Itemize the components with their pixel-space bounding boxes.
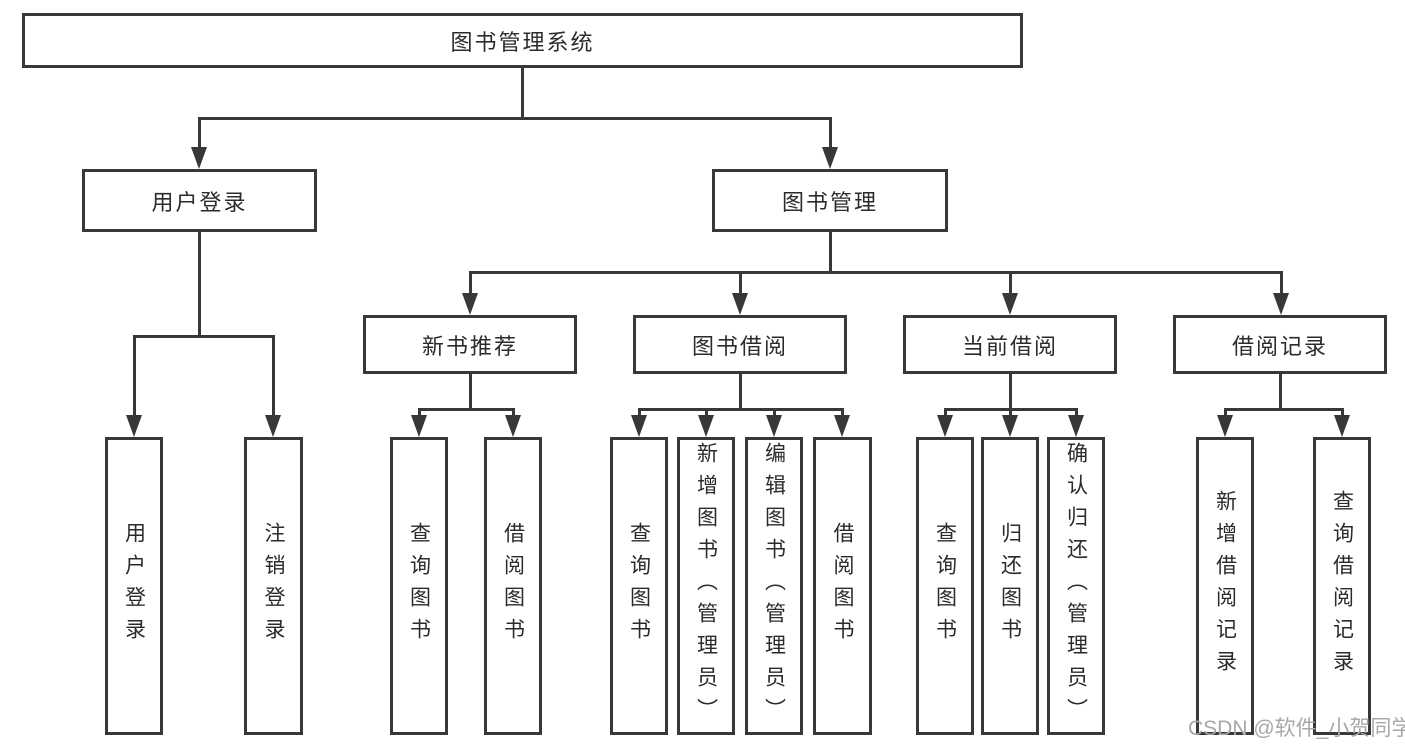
node-label: 用户登录 (122, 522, 146, 650)
node-add-books-admin: 新增图书（管理员） (677, 437, 735, 735)
arrow-down-icon (265, 415, 281, 437)
connector-line (1075, 408, 1078, 418)
arrow-down-icon (698, 415, 714, 437)
node-confirm-return-admin: 确认归还（管理员） (1047, 437, 1105, 735)
arrow-down-icon (462, 293, 478, 315)
arrow-down-icon (411, 415, 427, 437)
arrow-down-icon (1068, 415, 1084, 437)
connector-line (739, 271, 742, 297)
node-label: 新增借阅记录 (1213, 490, 1237, 682)
node-label: 归还图书 (998, 522, 1022, 650)
connector-line (1009, 374, 1012, 408)
node-label: 借阅图书 (831, 522, 854, 650)
connector-line (841, 408, 844, 418)
node-user-login: 用户登录 (82, 169, 317, 232)
node-book-borrowing: 图书借阅 (633, 315, 847, 374)
node-return-books: 归还图书 (981, 437, 1039, 735)
connector-line (829, 117, 832, 150)
connector-line (133, 335, 275, 338)
node-label: 图书管理系统 (450, 29, 595, 55)
node-label: 用户登录 (151, 189, 248, 215)
connector-line (521, 68, 524, 117)
node-edit-books-admin: 编辑图书（管理员） (745, 437, 803, 735)
node-book-management: 图书管理 (712, 169, 948, 232)
connector-line (198, 117, 201, 150)
arrow-down-icon (834, 415, 850, 437)
connector-line (739, 374, 742, 408)
arrow-down-icon (1334, 415, 1350, 437)
node-label: 查询图书 (407, 522, 431, 650)
arrow-down-icon (1217, 415, 1233, 437)
arrow-down-icon (1002, 293, 1018, 315)
connector-line (198, 117, 832, 120)
node-label: 查询图书 (933, 522, 957, 650)
connector-line (1224, 408, 1344, 411)
node-query-books-recommend: 查询图书 (390, 437, 448, 735)
node-add-borrow-record: 新增借阅记录 (1196, 437, 1254, 735)
connector-line (1009, 271, 1012, 297)
node-label: 确认归还（管理员） (1064, 442, 1088, 730)
connector-line (773, 408, 776, 418)
connector-line (1009, 408, 1012, 418)
connector-line (418, 408, 421, 418)
connector-line (1280, 271, 1283, 297)
node-label: 注销登录 (262, 522, 285, 650)
node-logout: 注销登录 (244, 437, 303, 735)
connector-line (469, 271, 472, 297)
connector-line (638, 408, 844, 411)
node-label: 借阅记录 (1231, 333, 1328, 359)
arrow-down-icon (631, 415, 647, 437)
node-borrowing-records: 借阅记录 (1173, 315, 1387, 374)
connector-line (198, 232, 201, 335)
arrow-down-icon (505, 415, 521, 437)
arrow-down-icon (937, 415, 953, 437)
arrow-down-icon (1273, 293, 1289, 315)
arrow-down-icon (822, 147, 838, 169)
node-user-login-leaf: 用户登录 (105, 437, 163, 735)
connector-line (638, 408, 641, 418)
arrow-down-icon (732, 293, 748, 315)
arrow-down-icon (766, 415, 782, 437)
connector-line (469, 374, 472, 408)
connector-line (944, 408, 947, 418)
node-label: 借阅图书 (501, 522, 525, 650)
connector-line (512, 408, 515, 418)
watermark: CSDN @软件_小贺同学 (1188, 717, 1405, 740)
node-query-borrow-record: 查询借阅记录 (1313, 437, 1371, 735)
connector-line (418, 408, 515, 411)
connector-line (829, 232, 832, 271)
node-query-books-borrowing: 查询图书 (610, 437, 668, 735)
arrow-down-icon (191, 147, 207, 169)
connector-line (272, 335, 275, 417)
node-library-system: 图书管理系统 (22, 13, 1023, 68)
connector-line (469, 271, 1283, 274)
connector-line (705, 408, 708, 418)
node-current-borrowing: 当前借阅 (903, 315, 1117, 374)
node-borrow-books-recommend: 借阅图书 (484, 437, 542, 735)
node-label: 编辑图书（管理员） (762, 442, 786, 730)
connector-line (1224, 408, 1227, 418)
node-query-books-current: 查询图书 (916, 437, 974, 735)
node-label: 查询借阅记录 (1330, 490, 1354, 682)
node-label: 查询图书 (627, 522, 651, 650)
arrow-down-icon (1002, 415, 1018, 437)
node-label: 图书借阅 (691, 333, 788, 359)
connector-line (133, 335, 136, 417)
arrow-down-icon (126, 415, 142, 437)
node-new-book-recommend: 新书推荐 (363, 315, 577, 374)
connector-line (1341, 408, 1344, 418)
connector-line (1279, 374, 1282, 408)
node-label: 新增图书（管理员） (694, 442, 718, 730)
node-borrow-books-borrowing: 借阅图书 (813, 437, 872, 735)
node-label: 图书管理 (781, 189, 878, 215)
node-label: 新书推荐 (421, 333, 518, 359)
node-label: 当前借阅 (961, 333, 1058, 359)
